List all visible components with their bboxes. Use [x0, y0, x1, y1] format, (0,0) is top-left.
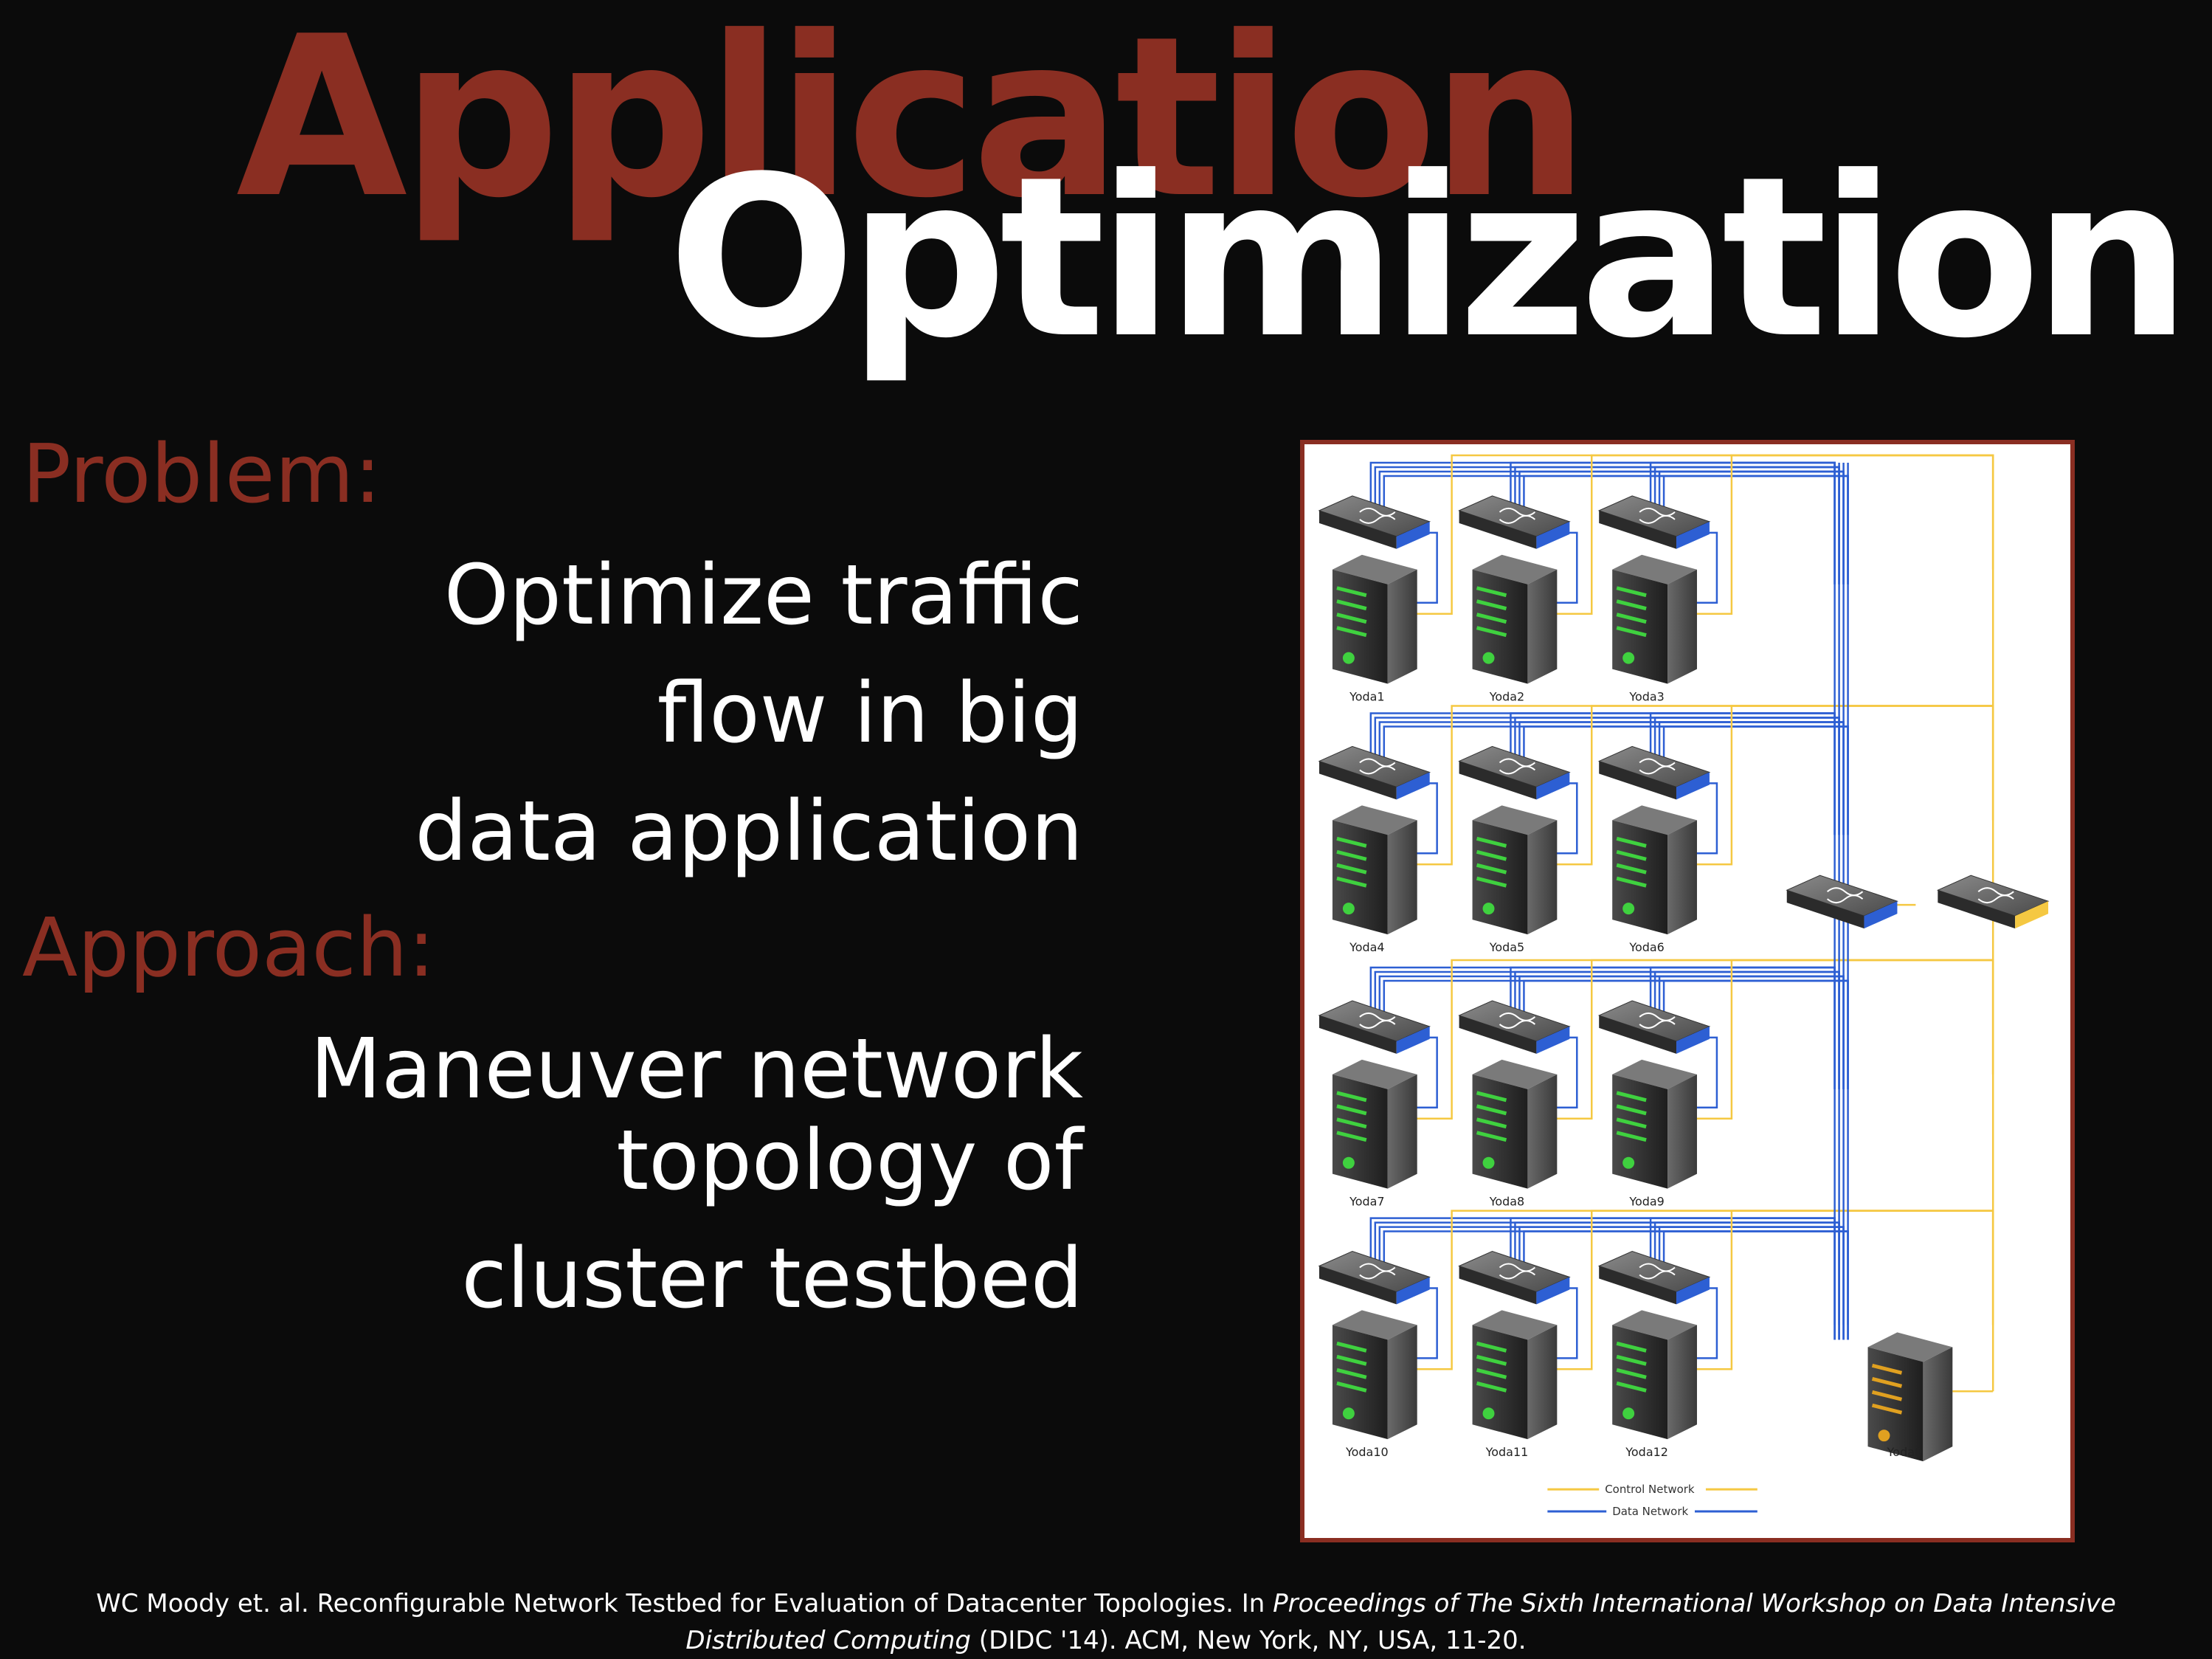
label-yoda9: Yoda9 — [1628, 1195, 1664, 1209]
server-yoda7 — [1332, 1059, 1417, 1189]
server-yoda8 — [1472, 1059, 1558, 1189]
legend-data-label: Data Network — [1612, 1505, 1688, 1518]
server-yoda9 — [1612, 1059, 1697, 1189]
label-yoda4: Yoda4 — [1349, 940, 1384, 954]
title-optimization: Optimization — [668, 129, 2191, 387]
server-yoda2 — [1472, 554, 1558, 684]
switch-yoda8 — [1458, 1000, 1571, 1054]
server-data-link — [1694, 1036, 1718, 1109]
data-link — [1378, 975, 1845, 1089]
citation-italic-1: Proceedings of The Sixth International W… — [1273, 1589, 2116, 1618]
problem-line-2: flow in big — [657, 666, 1083, 762]
label-yoda10: Yoda10 — [1345, 1445, 1389, 1459]
switch-yoda2 — [1458, 495, 1571, 549]
label-yoda2: Yoda2 — [1489, 690, 1524, 704]
server-yoda4 — [1332, 805, 1417, 935]
legend-control-label: Control Network — [1605, 1483, 1695, 1496]
label-yoda7: Yoda7 — [1349, 1195, 1384, 1209]
server-data-link — [1555, 531, 1578, 604]
switch-yoda5 — [1458, 745, 1571, 800]
core-switch-control — [1936, 875, 2050, 929]
approach-line-1: Maneuver network — [310, 1021, 1083, 1117]
label-yoda6: Yoda6 — [1628, 940, 1664, 954]
label-yoda8: Yoda8 — [1489, 1195, 1524, 1209]
server-yoda0 — [1867, 1332, 1953, 1462]
switch-yoda12 — [1597, 1250, 1711, 1305]
data-link — [1378, 721, 1845, 835]
server-data-link — [1555, 782, 1578, 855]
approach-label: Approach: — [22, 900, 435, 995]
citation-italic-2: Distributed Computing — [685, 1626, 971, 1655]
server-data-link — [1694, 1287, 1718, 1359]
switch-yoda4 — [1318, 745, 1431, 800]
data-link — [1378, 1226, 1845, 1340]
switch-yoda7 — [1318, 1000, 1431, 1054]
switch-yoda6 — [1597, 745, 1711, 800]
label-yoda0: Yoda0 — [1887, 1445, 1922, 1459]
server-yoda10 — [1332, 1310, 1417, 1440]
server-data-link — [1555, 1036, 1578, 1109]
label-yoda11: Yoda11 — [1485, 1445, 1529, 1459]
label-yoda12: Yoda12 — [1625, 1445, 1668, 1459]
title-application: Application — [236, 0, 1589, 246]
server-data-link — [1414, 1036, 1438, 1109]
server-data-link — [1414, 531, 1438, 604]
switch-yoda3 — [1597, 495, 1711, 549]
label-yoda3: Yoda3 — [1628, 690, 1664, 704]
server-data-link — [1414, 782, 1438, 855]
citation-part-2: (DIDC '14). ACM, New York, NY, USA, 11-2… — [971, 1626, 1527, 1655]
server-yoda3 — [1612, 554, 1697, 684]
server-data-link — [1414, 1287, 1438, 1359]
server-data-link — [1694, 782, 1718, 855]
data-link — [1378, 470, 1845, 584]
label-yoda5: Yoda5 — [1489, 940, 1524, 954]
citation: WC Moody et. al. Reconfigurable Network … — [0, 1585, 2212, 1659]
diagram-legend: Control Network Data Network — [1547, 1483, 1757, 1518]
problem-label: Problem: — [22, 427, 381, 521]
problem-line-1: Optimize traffic — [443, 548, 1083, 644]
server-yoda12 — [1612, 1310, 1697, 1440]
server-data-link — [1555, 1287, 1578, 1359]
core-switch-data — [1786, 875, 1898, 929]
server-yoda11 — [1472, 1310, 1558, 1440]
switch-yoda10 — [1318, 1250, 1431, 1305]
server-yoda5 — [1472, 805, 1558, 935]
server-data-link — [1694, 531, 1718, 604]
problem-line-3: data application — [415, 784, 1083, 880]
approach-line-2: topology of — [616, 1113, 1083, 1209]
switch-yoda9 — [1597, 1000, 1711, 1054]
switch-yoda11 — [1458, 1250, 1571, 1305]
approach-line-3: cluster testbed — [461, 1231, 1083, 1327]
label-yoda1: Yoda1 — [1349, 690, 1384, 704]
server-yoda1 — [1332, 554, 1417, 684]
network-links — [1369, 454, 1994, 1393]
switch-yoda1 — [1318, 495, 1431, 549]
server-yoda6 — [1612, 805, 1697, 935]
citation-part-1: WC Moody et. al. Reconfigurable Network … — [96, 1589, 1273, 1618]
